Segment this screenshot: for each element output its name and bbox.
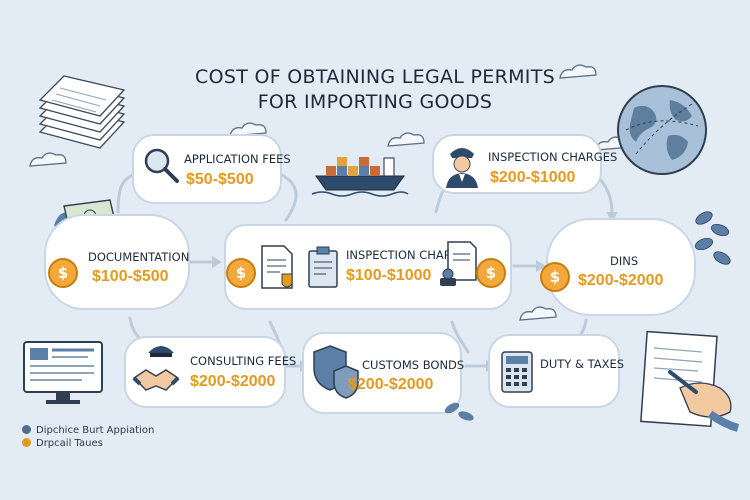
dollar-coin-icon: $: [48, 258, 78, 288]
clipboard-icon: [308, 246, 338, 288]
legend-label: Drpcail Taues: [36, 438, 103, 449]
magnifier-icon: [144, 148, 179, 183]
consulting-fees-amount: $200-$2000: [190, 373, 276, 390]
inspection-charges-top-amount: $200-$1000: [490, 169, 576, 186]
handshake-icon: [132, 369, 180, 391]
inspection-charges-top-label: INSPECTION CHARGES: [488, 150, 618, 164]
legend-swatch: [22, 425, 31, 434]
legend-item: Drpcail Taues: [22, 438, 103, 449]
dollar-coin-icon: $: [226, 258, 256, 288]
card-dins: [546, 218, 696, 316]
legend-swatch: [22, 438, 31, 447]
inspector-icon: [446, 148, 478, 188]
shield-icon: [313, 345, 359, 399]
page-title-line-2: FOR IMPORTING GOODS: [257, 91, 493, 113]
legend-label: Dipchice Burt Appiation: [36, 425, 155, 436]
legend-item: Dipchice Burt Appiation: [22, 425, 154, 436]
inspection-charges-middle-amount: $100-$1000: [346, 267, 432, 284]
card-duty-taxes: [488, 334, 620, 408]
dins-label: DINS: [610, 254, 639, 268]
page-title-line-1: COST OF OBTAINING LEGAL PERMITS: [195, 66, 555, 88]
inspection-charges-middle-label: INSPECTION CHARGES: [346, 248, 476, 262]
duty-taxes-label: DUTY & TAXES: [540, 357, 625, 371]
stamp-document-icon: [440, 241, 477, 286]
dollar-coin-icon: $: [540, 262, 570, 292]
application-fees-label: APPLICATION FEES: [184, 152, 291, 166]
application-fees-amount: $50-$500: [186, 171, 254, 188]
consulting-fees-label: CONSULTING FEES: [190, 354, 297, 368]
officer-cap-icon: [148, 346, 174, 357]
signing-contract-icon: [640, 330, 740, 432]
document-icon: [261, 245, 293, 289]
computer-monitor-icon: [23, 341, 103, 404]
globe-icon: [617, 85, 707, 175]
paper-stack-icon: [38, 75, 126, 149]
dollar-coin-icon: $: [476, 258, 506, 288]
documentation-amount: $100-$500: [92, 268, 169, 285]
card-consulting-fees: [124, 336, 286, 408]
card-application-fees: [132, 134, 282, 204]
customs-bonds-label: CUSTOMS BONDS: [362, 358, 465, 372]
cargo-ship-icon: [311, 157, 409, 197]
documentation-label: DOCUMENTATION: [88, 250, 190, 264]
dins-amount: $200-$2000: [578, 272, 664, 289]
customs-bonds-amount: $200-$2000: [348, 376, 434, 393]
plant-leaves-icon: [444, 402, 474, 421]
plant-leaves-icon: [694, 211, 731, 265]
calculator-icon: [501, 351, 533, 393]
